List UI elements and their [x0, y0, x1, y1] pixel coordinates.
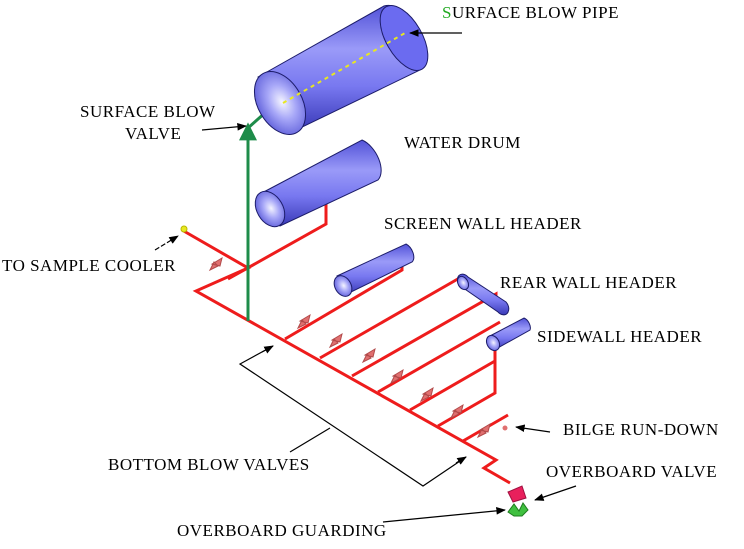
surface-blow-pipe-cap: [253, 71, 307, 135]
rear-wall-header-cap: [456, 275, 470, 291]
screen-wall-header-cap: [333, 275, 353, 297]
label-to-sample-cooler: TO SAMPLE COOLER: [2, 256, 176, 275]
label-surface-blow-pipe-initial: S: [442, 3, 452, 22]
bottom-blow-valves-arrow-up: [261, 345, 274, 354]
label-surface-blow-valve-line1: SURFACE BLOW: [80, 102, 216, 121]
sidewall-branch-2: [409, 359, 496, 412]
water-drum-pipe: [227, 203, 328, 281]
bottom-blow-valve-7: [476, 422, 491, 439]
overboard-guarding: [507, 502, 529, 517]
bottom-blow-valves-arrow-down: [455, 456, 467, 465]
surface-blow-valve-arrow: [201, 122, 247, 131]
label-overboard-valve: OVERBOARD VALVE: [546, 462, 718, 481]
sidewall-header-cap: [485, 334, 501, 352]
water-drum: [254, 139, 382, 228]
bottom-blow-valve-1: [296, 313, 311, 330]
sample-cooler-arrow: [154, 235, 179, 251]
label-bottom-blow-valves: BOTTOM BLOW VALVES: [108, 455, 310, 474]
label-surface-blow-valve-line2: VALVE: [125, 124, 182, 143]
label-screen-wall-header: SCREEN WALL HEADER: [384, 214, 582, 233]
label-overboard-guarding: OVERBOARD GUARDING: [177, 521, 387, 540]
bottom-blow-valve-3: [361, 347, 376, 364]
label-water-drum: WATER DRUM: [404, 133, 521, 152]
bottom-blow-valves-bracket: [238, 345, 467, 487]
sample-cooler-outlet: [180, 225, 188, 233]
rear-wall-branch-1: [319, 274, 464, 360]
overboard-valve: [507, 485, 527, 503]
surface-blow-pipe: [253, 4, 429, 135]
label-sidewall-header: SIDEWALL HEADER: [537, 327, 703, 346]
bottom-blow-valve-2: [328, 332, 343, 349]
sidewall-header: [485, 317, 531, 352]
callout-arrows: [154, 29, 577, 523]
water-drum-cap: [254, 190, 286, 228]
label-surface-blow-pipe-rest: URFACE BLOW PIPE: [451, 3, 619, 22]
bottom-blow-valve-6: [449, 403, 464, 420]
label-rear-wall-header: REAR WALL HEADER: [500, 273, 678, 292]
bilge-outlet: [502, 425, 508, 431]
sample-cooler-pipe: [181, 228, 511, 485]
screen-wall-header: [333, 243, 415, 297]
bottom-blow-valve-5: [419, 386, 434, 403]
pipe-network: [181, 203, 511, 485]
label-surface-blow-pipe: SURFACE BLOW PIPE: [442, 3, 619, 22]
overboard-assembly: [507, 485, 529, 517]
label-bilge-run-down: BILGE RUN-DOWN: [563, 420, 719, 439]
overboard-valve-arrow: [534, 485, 577, 501]
overboard-guarding-arrow: [382, 507, 506, 523]
surface-blow-pipe-end: [379, 5, 429, 71]
valves: [208, 256, 491, 439]
bottom-blow-valve-4: [389, 368, 404, 385]
bilge-arrow: [515, 424, 551, 433]
sidewall-branch-1: [377, 320, 501, 394]
sample-cooler-valve: [208, 256, 223, 272]
rear-wall-header: [456, 273, 510, 316]
bottom-blow-valves-leader: [289, 427, 331, 453]
